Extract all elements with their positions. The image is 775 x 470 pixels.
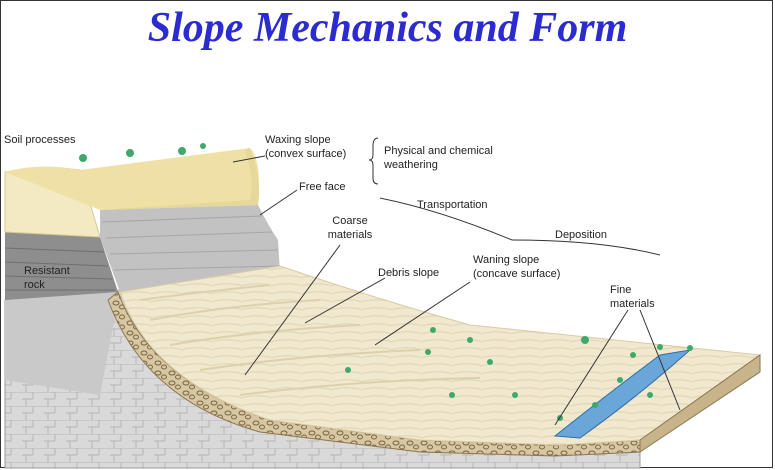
leader-waning [374,281,471,346]
free-face-rock [100,205,280,292]
label-coarse-2: materials [327,229,373,241]
label-coarse-1: Coarse [332,215,368,227]
label-deposition: Deposition [555,229,607,241]
label-transportation: Transportation [417,199,488,211]
label-resistant-2: rock [24,279,45,291]
leader-free-face [259,189,298,216]
front-edge-block [639,354,761,453]
label-fine-2: materials [610,298,655,310]
label-weathering-2: weathering [384,159,438,171]
slide-title: Slope Mechanics and Form [147,5,628,51]
leader-coarse [244,244,341,376]
label-waning-slope-2: (concave surface) [473,268,561,280]
label-waxing-slope-1: Waxing slope [265,134,331,146]
plateau-top [5,148,259,210]
leader-fine-b [639,309,681,411]
label-free-face: Free face [299,181,346,193]
label-debris-slope: Debris slope [378,267,440,279]
label-fine-1: Fine [610,284,632,296]
leader-debris [304,277,386,324]
label-soil-processes: Soil processes [4,134,76,146]
label-waxing-slope-2: (convex surface) [265,148,347,160]
leader-fine-a [554,309,629,426]
deposition-brace [511,239,661,256]
vegetation-icon [79,143,693,421]
leader-waxing [232,155,266,163]
transportation-brace [379,197,513,241]
label-waning-slope-1: Waning slope [473,254,540,266]
waxing-slope-face [100,148,259,210]
label-resistant-1: Resistant [24,265,70,277]
label-weathering-1: Physical and chemical [384,145,493,157]
lower-rock-slab [5,290,120,395]
weathering-brace [368,137,379,185]
